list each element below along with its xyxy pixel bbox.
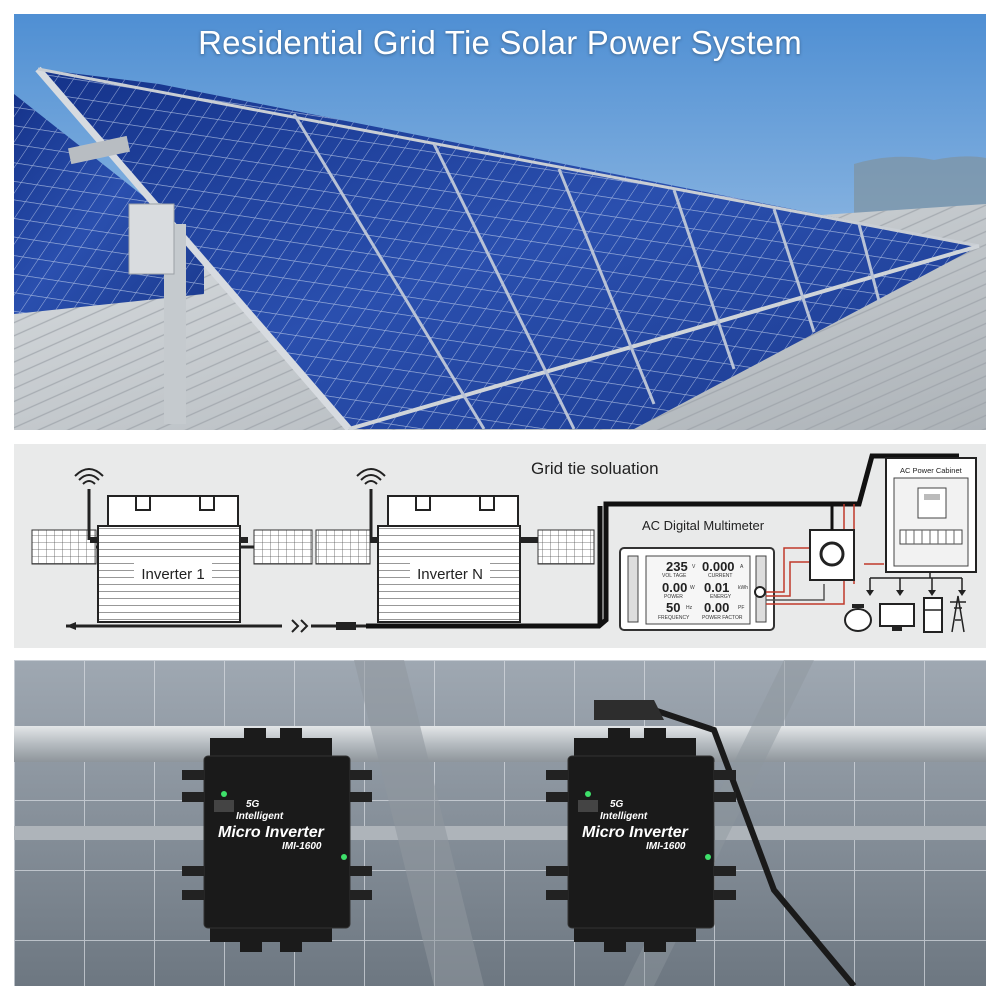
micro-inverter-photo: 5G Intelligent Micro Inverter IMI-1600 5…	[14, 660, 986, 986]
wifi-icon	[74, 468, 104, 485]
micro-inverter-device-1: 5G Intelligent Micro Inverter IMI-1600	[182, 728, 372, 952]
wifi-icon	[356, 468, 386, 485]
current-clamp	[766, 504, 884, 605]
power-factor-value: 0.00	[704, 600, 729, 615]
device-2-line2: Micro Inverter	[582, 824, 689, 841]
ac-digital-multimeter: AC Digital Multimeter 235 0.000 0.00 0.0…	[619, 518, 775, 631]
current-unit: A	[740, 564, 744, 570]
refrigerator-icon	[923, 597, 943, 633]
micro-inverter-device-2: 5G Intelligent Micro Inverter IMI-1600	[546, 728, 736, 952]
device-2-model: IMI-1600	[646, 841, 686, 852]
device-1-model: IMI-1600	[282, 841, 322, 852]
diagram-title: Grid tie soluation	[531, 459, 659, 478]
device-1-line1: Intelligent	[236, 811, 284, 822]
current-label: CURRENT	[708, 573, 732, 579]
power-factor-unit: PF	[738, 605, 744, 611]
device-1-line2: Micro Inverter	[218, 824, 325, 841]
power-factor-label: POWER FACTOR	[702, 615, 743, 621]
monitor-icon	[879, 603, 915, 631]
frequency-label: FREQUENCY	[658, 615, 690, 621]
voltage-label: VOL TAGE	[662, 573, 687, 579]
inverter-1-label: Inverter 1	[141, 566, 204, 583]
grid-tie-diagram: Grid tie soluation Inverter 1	[14, 444, 986, 648]
micro-inverter-illustration: 5G Intelligent Micro Inverter IMI-1600 5…	[14, 660, 986, 986]
inverter-n-label: Inverter N	[417, 566, 483, 583]
voltage-value: 235	[666, 559, 688, 574]
solar-panel-icon	[31, 529, 97, 565]
grid-tie-svg: Grid tie soluation Inverter 1	[31, 453, 977, 633]
inverter-n-unit: Inverter N	[315, 468, 595, 623]
energy-value: 0.01	[704, 580, 729, 595]
frequency-unit: Hz	[686, 605, 693, 611]
solar-panel-icon	[315, 529, 371, 565]
power-tower-icon	[950, 595, 966, 633]
ac-power-cabinet: AC Power Cabinet	[866, 457, 977, 596]
inverter-1-unit: Inverter 1	[31, 468, 313, 623]
solar-array-photo: Residential Grid Tie Solar Power System	[14, 14, 986, 430]
energy-unit: kWh	[738, 585, 748, 591]
power-label: POWER	[664, 594, 683, 600]
cabinet-label: AC Power Cabinet	[900, 466, 963, 475]
solar-panel-icon	[537, 529, 595, 565]
rice-cooker-icon	[844, 604, 872, 632]
frequency-value: 50	[666, 600, 680, 615]
device-2-line1: Intelligent	[600, 811, 648, 822]
device-2-badge: 5G	[610, 799, 624, 810]
voltage-unit: V	[692, 564, 696, 570]
power-value: 0.00	[662, 580, 687, 595]
solar-panel-icon	[253, 529, 313, 565]
meter-title: AC Digital Multimeter	[642, 518, 765, 533]
current-value: 0.000	[702, 559, 735, 574]
energy-label: ENERGY	[710, 594, 732, 600]
power-unit: W	[690, 585, 695, 591]
page-headline: Residential Grid Tie Solar Power System	[198, 24, 802, 61]
device-1-badge: 5G	[246, 799, 260, 810]
solar-array-illustration	[14, 14, 986, 430]
